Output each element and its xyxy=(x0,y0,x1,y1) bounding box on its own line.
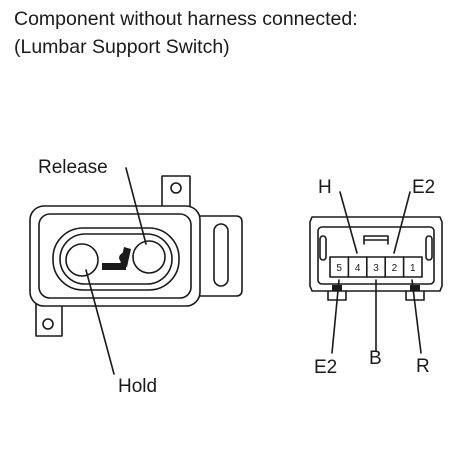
switch-bottom-mount-tab xyxy=(35,301,63,337)
switch-side-housing xyxy=(199,215,243,297)
release-button xyxy=(132,240,166,274)
release-leader-line xyxy=(125,167,147,245)
release-label: Release xyxy=(38,157,108,178)
switch-housing-outer xyxy=(29,205,201,307)
pin1-leader-line xyxy=(411,279,422,354)
terminal-label-e2-top: E2 xyxy=(412,177,435,198)
switch-knob-outer xyxy=(52,227,180,291)
switch-side-slot xyxy=(213,223,229,287)
hold-button xyxy=(65,243,99,277)
lumbar-support-switch xyxy=(29,167,243,375)
terminal-label-b: B xyxy=(369,348,382,369)
caption-subtitle: (Lumbar Support Switch) xyxy=(14,36,230,58)
switch-top-mount-tab xyxy=(161,175,191,211)
switch-bottom-mount-hole xyxy=(42,318,54,330)
connector-outer-body xyxy=(309,216,443,292)
connector-cavity-box xyxy=(329,256,423,278)
pin-number-4: 4 xyxy=(355,263,361,274)
harness-connector xyxy=(309,191,443,354)
terminal-label-e2-bottom: E2 xyxy=(314,357,337,378)
connector-right-latch xyxy=(425,235,433,261)
pin2-leader-line xyxy=(393,191,411,254)
pin5-leader-line xyxy=(331,279,340,354)
pin4-leader-line xyxy=(339,191,358,254)
connector-left-latch xyxy=(319,235,327,261)
pin-number-3: 3 xyxy=(373,263,379,274)
switch-top-mount-hole xyxy=(170,182,182,194)
pin-number-1: 1 xyxy=(410,263,416,274)
caption-title: Component without harness connected: xyxy=(14,8,358,30)
lumbar-seat-icon xyxy=(102,247,131,270)
hold-label: Hold xyxy=(118,376,157,397)
hold-leader-line xyxy=(85,269,115,375)
switch-knob-inner xyxy=(59,233,173,285)
switch-housing-inner xyxy=(38,213,192,299)
terminal-label-r: R xyxy=(416,356,430,377)
pin-number-5: 5 xyxy=(336,263,342,274)
terminal-label-h: H xyxy=(318,177,332,198)
pin-number-2: 2 xyxy=(392,263,398,274)
